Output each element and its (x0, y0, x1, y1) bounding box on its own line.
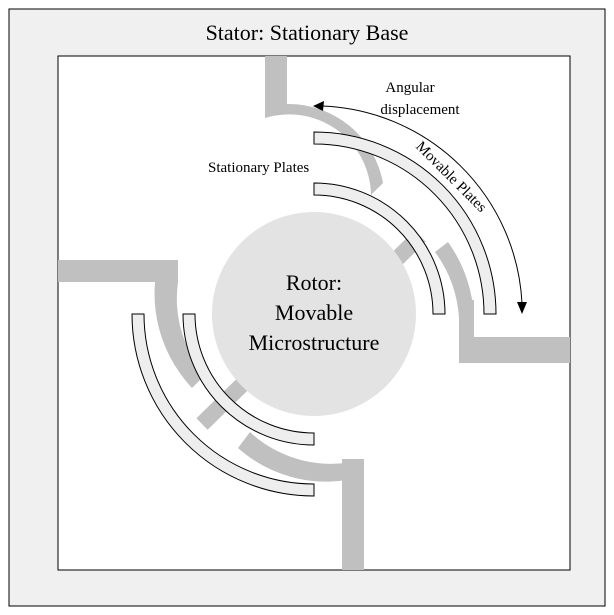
stationary-plate-lower (238, 432, 364, 482)
rotor-label-line3: Microstructure (249, 330, 380, 355)
stator-electrode-left (58, 260, 178, 282)
stationary-plates-label: Stationary Plates (208, 160, 309, 176)
movable-plate-ur-inner (313, 182, 446, 315)
movable-plate-ll-inner (182, 313, 315, 446)
movable-plate-ur-outer (313, 131, 497, 315)
angular-displacement-arrow (321, 105, 523, 304)
rotor-label-line1: Rotor: (286, 270, 342, 295)
stator-electrode-bottom (342, 459, 364, 570)
rotor-label-line2: Movable (275, 300, 353, 325)
angular-label-line1: Angular (385, 80, 434, 96)
movable-plate-ll-outer (131, 313, 315, 497)
angular-label-line2: displacement (380, 102, 460, 118)
stationary-plate-right (435, 242, 474, 318)
stator-electrode-right (459, 337, 570, 363)
arrow-head-icon (517, 302, 527, 314)
arrow-head-icon (313, 101, 324, 111)
stator-title: Stator: Stationary Base (206, 20, 409, 45)
stator-electrode-top (265, 56, 287, 104)
rotor (212, 212, 416, 416)
